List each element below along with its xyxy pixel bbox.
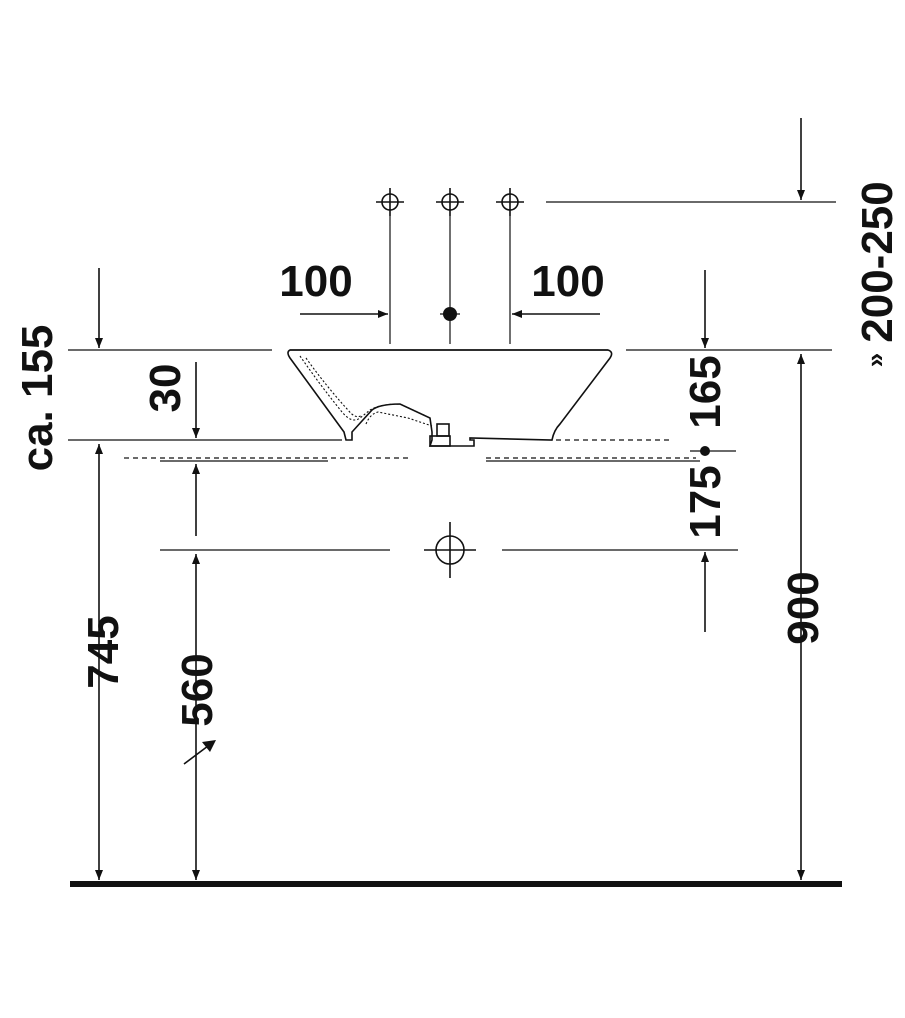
tap-hole-left-icon [376,188,404,216]
tap-hole-right-icon [496,188,524,216]
deck-height-label: 745 [79,615,128,688]
rim-offset-label: 30 [141,364,190,413]
tap-spacing-left-label: 100 [279,257,352,306]
waste-outlet-icon [424,522,476,578]
tap-height-symbol: » [860,353,890,367]
direction-arrow-icon [183,740,216,765]
rim-height-label: 900 [779,571,828,644]
tap-spacing-right-label: 100 [531,257,604,306]
lower-offset-label: 175 [681,465,730,538]
tap-height-label: 200-250 [853,181,902,342]
tap-hole-center-icon [436,188,464,216]
basin-bowl [287,349,613,447]
waste-height-label: 560 [173,653,222,726]
reference-point [700,446,710,456]
top-offset-label: 165 [681,355,730,428]
basin-height-label: ca. 155 [13,325,62,472]
